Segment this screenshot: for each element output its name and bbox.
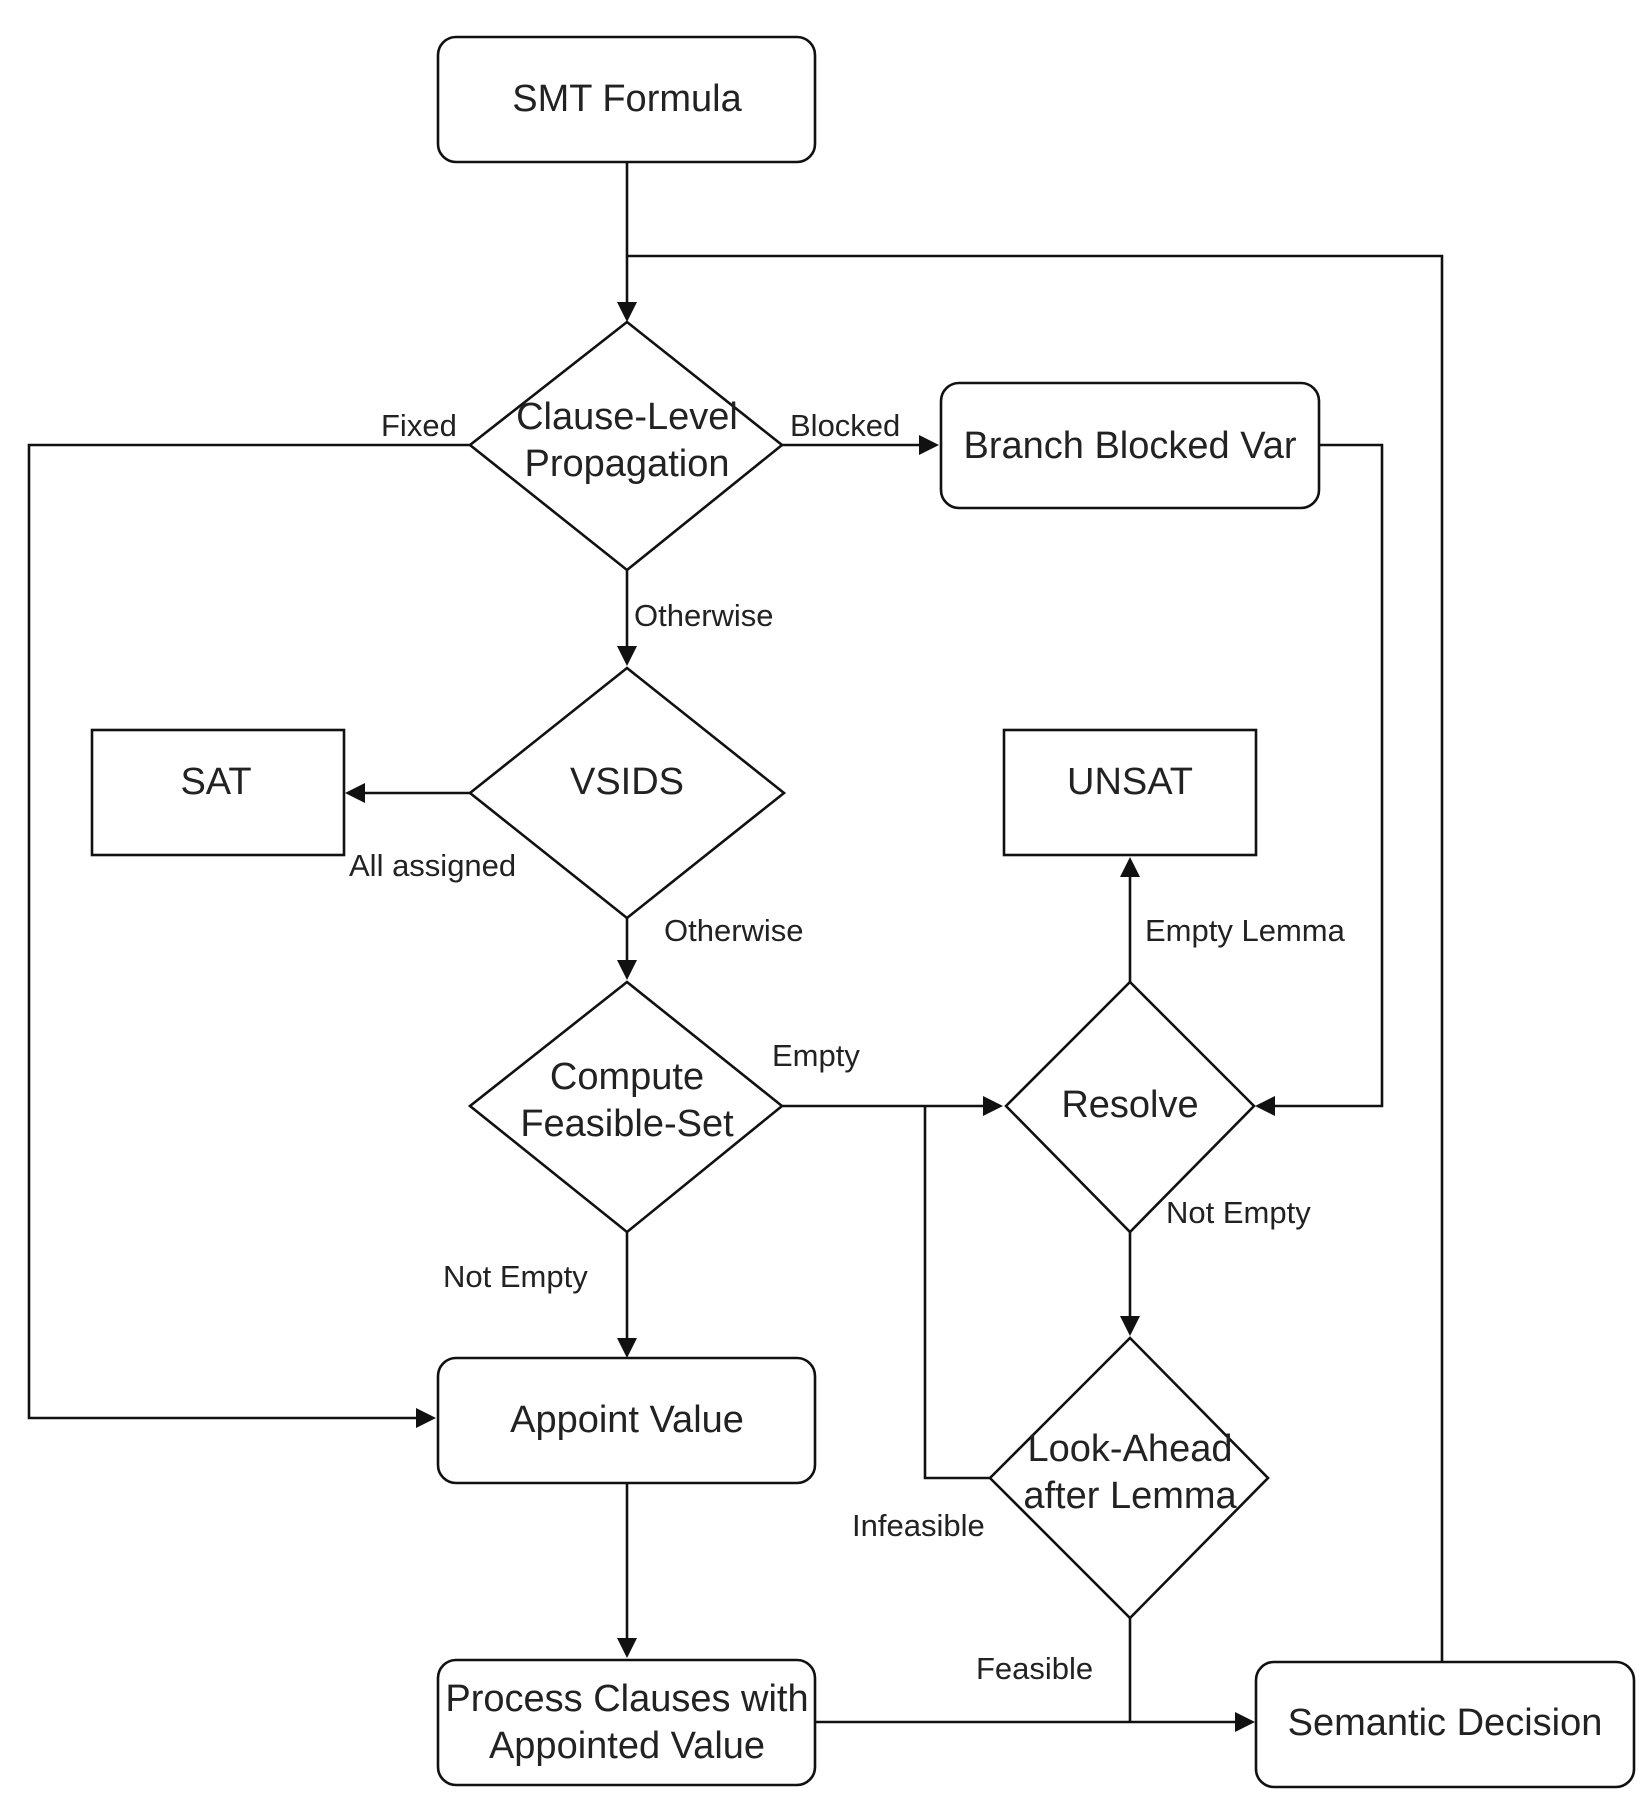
node-process-clauses[interactable]: Process Clauses with Appointed Value (436, 1658, 817, 1787)
node-label: SAT (180, 761, 251, 803)
node-unsat[interactable]: UNSAT (1002, 728, 1258, 857)
arrowhead-icon (617, 1638, 637, 1658)
node-resolve[interactable]: Resolve (1004, 980, 1256, 1234)
node-smt-formula[interactable]: SMT Formula (436, 35, 817, 164)
edge-fixed (27, 443, 470, 1420)
arrowhead-icon (617, 1338, 637, 1358)
node-clause-level-propagation[interactable]: Clause-Level Propagation (467, 320, 785, 572)
edge-infeasible (923, 1106, 990, 1480)
node-label: VSIDS (570, 761, 684, 803)
node-label: SMT Formula (512, 78, 742, 120)
node-label: Propagation (525, 443, 730, 485)
edge-semantic-to-propagation (627, 254, 1444, 1662)
edge-label-otherwise-1: Otherwise (634, 598, 774, 633)
node-semantic-decision[interactable]: Semantic Decision (1254, 1660, 1636, 1789)
edge-label-not-empty-1: Not Empty (443, 1259, 588, 1294)
node-label: Clause-Level (516, 396, 738, 438)
edge-label-otherwise-2: Otherwise (664, 913, 804, 948)
node-label: Process Clauses with (445, 1678, 808, 1720)
arrowhead-icon (1120, 1316, 1140, 1336)
arrowhead-icon (1120, 857, 1140, 877)
node-label: Feasible-Set (520, 1103, 734, 1145)
node-sat[interactable]: SAT (90, 728, 346, 857)
arrowhead-icon (416, 1408, 436, 1428)
node-compute-feasible-set[interactable]: Compute Feasible-Set (467, 980, 785, 1234)
node-label: Appoint Value (510, 1399, 744, 1441)
arrowhead-icon (617, 302, 637, 322)
edge-label-not-empty-2: Not Empty (1166, 1195, 1311, 1230)
arrowhead-icon (919, 435, 939, 455)
node-label: Look-Ahead (1028, 1428, 1233, 1470)
edge-label-blocked: Blocked (790, 408, 900, 443)
edge-label-empty-lemma: Empty Lemma (1145, 913, 1346, 948)
edge-label-infeasible: Infeasible (852, 1508, 985, 1543)
node-look-ahead-after-lemma[interactable]: Look-Ahead after Lemma (988, 1336, 1270, 1620)
edge-label-all-assigned: All assigned (349, 848, 516, 883)
edges (27, 162, 1444, 1732)
edge-branch-to-resolve (1273, 443, 1384, 1108)
edge-label-feasible: Feasible (976, 1651, 1093, 1686)
arrowhead-icon (345, 783, 365, 803)
node-label: Appointed Value (489, 1725, 765, 1767)
node-branch-blocked-var[interactable]: Branch Blocked Var (939, 381, 1321, 510)
arrowhead-icon (1255, 1096, 1275, 1116)
edge-labels: Fixed Blocked Otherwise All assigned Oth… (349, 408, 1346, 1686)
node-vsids[interactable]: VSIDS (467, 666, 787, 920)
arrowhead-icon (983, 1096, 1003, 1116)
node-label: Branch Blocked Var (963, 425, 1296, 467)
node-label: after Lemma (1023, 1475, 1237, 1517)
edge-label-fixed: Fixed (381, 408, 457, 443)
node-label: Semantic Decision (1288, 1702, 1603, 1744)
node-label: Resolve (1061, 1084, 1198, 1126)
arrowhead-icon (617, 646, 637, 666)
edge-label-empty: Empty (772, 1038, 860, 1073)
node-label: Compute (550, 1056, 704, 1098)
node-appoint-value[interactable]: Appoint Value (436, 1356, 817, 1485)
node-label: UNSAT (1067, 761, 1193, 803)
arrowhead-icon (1235, 1712, 1255, 1732)
nodes: SMT Formula Clause-Level Propagation Bra… (90, 35, 1636, 1789)
arrowhead-icon (617, 960, 637, 980)
